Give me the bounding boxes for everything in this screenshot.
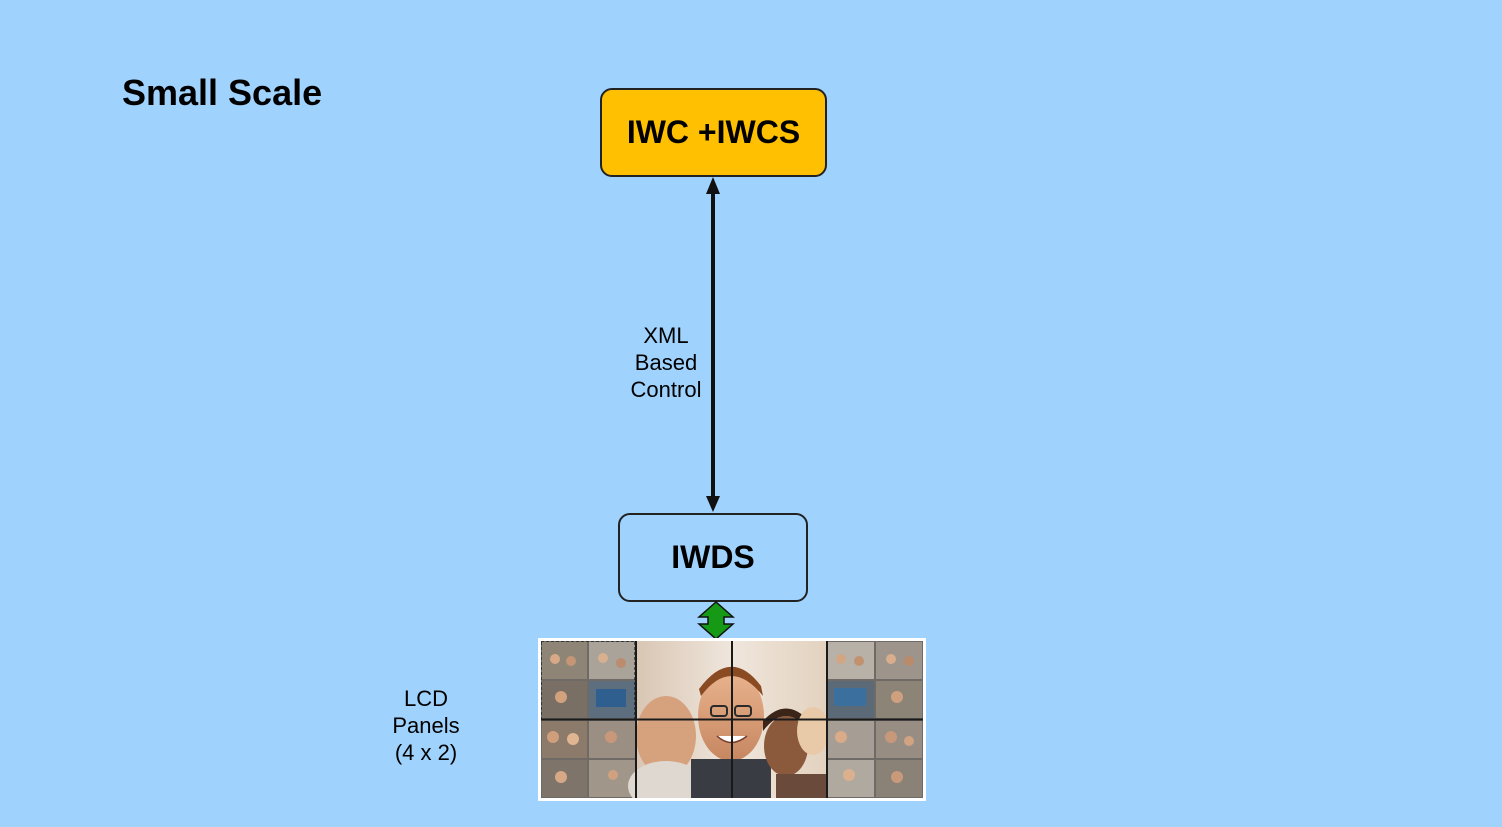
display-link-arrow <box>697 600 735 641</box>
video-wall-illustration <box>541 641 923 798</box>
xml-control-label-line: XML <box>643 323 689 348</box>
conference-thumbnails-right <box>827 641 923 798</box>
server-node: IWDS <box>618 513 808 602</box>
lcd-panels-label-line: LCD <box>403 686 448 711</box>
xml-control-label: XML Based Control <box>616 322 716 403</box>
xml-control-arrow <box>706 177 720 512</box>
lcd-panels-label-line: (4 x 2) <box>394 740 458 765</box>
video-wall-panels <box>541 641 923 798</box>
xml-control-label-line: Control <box>630 377 702 402</box>
panel-grid <box>541 641 923 798</box>
slide-title: Small Scale <box>122 72 323 113</box>
video-wall-image <box>538 638 926 801</box>
server-node-label: IWDS <box>671 539 755 575</box>
controller-node-label: IWC +IWCS <box>626 114 801 150</box>
xml-control-label-line: Based <box>634 350 698 375</box>
lcd-panels-label: LCD Panels (4 x 2) <box>376 685 476 766</box>
controller-node: IWC +IWCS <box>600 88 827 177</box>
lcd-panels-label-line: Panels <box>392 713 460 738</box>
